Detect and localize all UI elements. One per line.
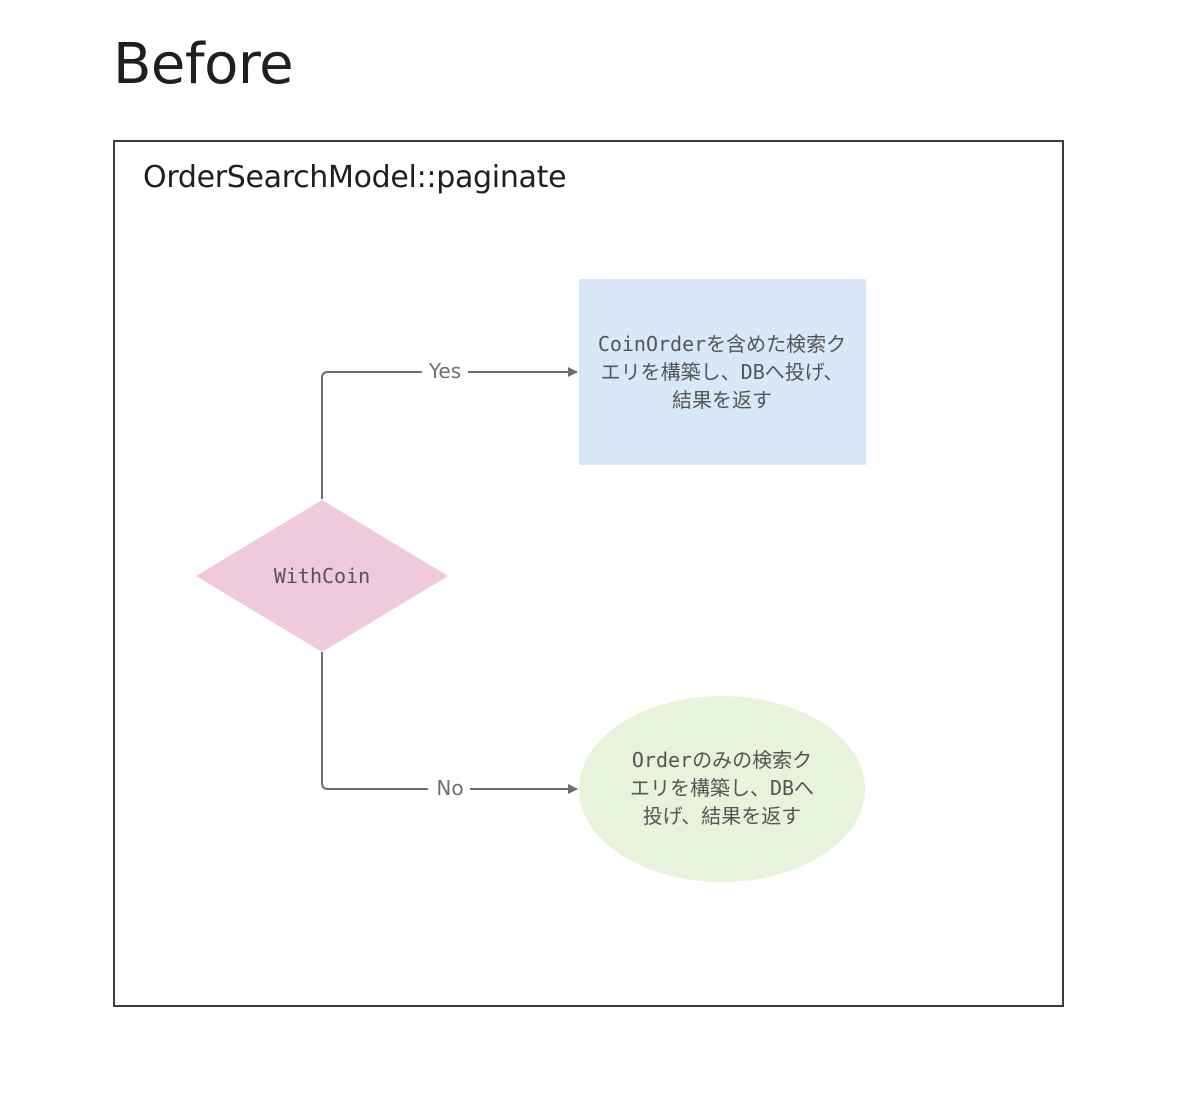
- frame-title: OrderSearchModel::paginate: [143, 160, 567, 195]
- page-heading: Before: [113, 32, 294, 97]
- process-yes-node: CoinOrderを含めた検索ク エリを構築し、DBへ投げ、 結果を返す: [579, 279, 866, 465]
- process-no-line-3: 投げ、結果を返す: [643, 804, 802, 828]
- process-yes-line-1: CoinOrderを含めた検索ク: [598, 332, 846, 356]
- yes-edge-label: Yes: [428, 359, 461, 383]
- process-no-line-2: エリを構築し、DBへ: [630, 776, 814, 800]
- decision-diamond: [196, 500, 448, 652]
- no-edge-label: No: [436, 776, 463, 800]
- process-no-ellipse: [579, 696, 865, 882]
- yes-edge: Yes: [321, 359, 577, 499]
- decision-label: WithCoin: [274, 564, 370, 588]
- process-no-node: Orderのみの検索ク エリを構築し、DBへ 投げ、結果を返す: [579, 696, 865, 882]
- process-no-line-1: Orderのみの検索ク: [632, 748, 812, 772]
- no-edge-line: [321, 652, 577, 789]
- yes-edge-line: [321, 372, 577, 499]
- process-yes-line-3: 結果を返す: [672, 388, 772, 412]
- decision-node: WithCoin: [196, 500, 448, 652]
- function-frame: [113, 140, 1064, 1007]
- process-yes-line-2: エリを構築し、DBへ投げ、: [601, 360, 844, 384]
- process-yes-box: [579, 279, 866, 465]
- no-edge: No: [321, 652, 577, 800]
